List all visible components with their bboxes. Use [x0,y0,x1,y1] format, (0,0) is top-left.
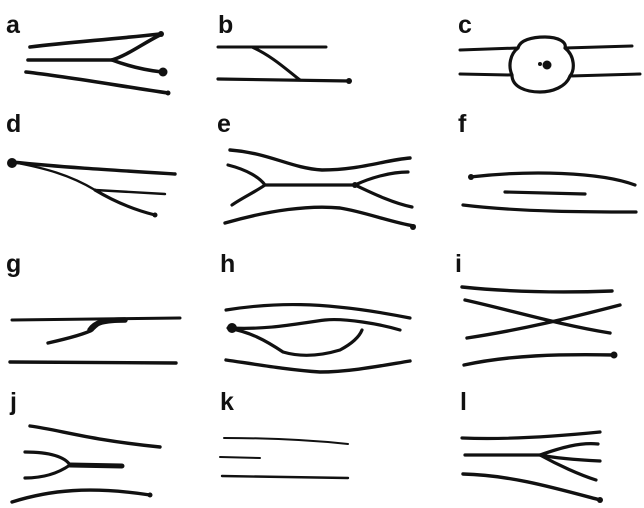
strand [355,185,412,207]
strand [230,320,400,330]
strand-end [543,61,552,70]
strand [462,287,612,292]
strand-end [468,174,474,180]
panel-label-j: j [9,388,17,416]
strand-end [148,493,153,498]
strand-end [153,213,158,218]
strand [112,60,162,72]
strand [12,318,180,320]
strand-end [227,323,237,333]
panel-c: c [458,11,640,92]
panel-label-k: k [220,388,234,416]
strand-end [7,158,17,168]
panel-label-c: c [458,11,472,39]
strand [225,207,414,226]
panel-label-i: i [455,250,462,278]
panel-label-a: a [6,11,21,39]
strand [228,328,362,355]
strand [222,476,348,478]
strand [10,362,176,363]
strand [465,444,598,455]
panel-label-h: h [220,250,235,278]
panel-d: d [6,110,175,218]
strand [70,465,122,466]
panel-b: b [218,11,352,84]
strand [252,47,300,80]
strand-end [410,224,416,230]
strand [463,474,600,500]
strand [226,360,410,372]
strand [224,438,348,444]
strand [460,74,512,75]
strand-end [166,91,171,96]
panel-k: k [220,388,348,478]
strand-end [538,62,542,66]
panel-h: h [220,250,410,372]
strand [462,432,600,439]
strand-end [346,78,352,84]
panel-l: l [460,388,603,503]
strand [570,74,640,76]
strand-end [158,31,164,37]
strand [220,457,260,458]
strand [465,300,610,333]
panel-a: a [6,11,171,96]
strand [470,173,635,185]
strand-end [597,497,603,503]
strand [463,205,636,212]
panel-g: g [6,250,180,363]
strand [226,305,410,318]
panel-label-g: g [6,250,21,278]
strand-end [352,182,358,188]
panel-label-d: d [6,110,21,138]
strand [30,426,160,447]
panel-label-e: e [217,110,231,138]
strand [26,72,168,93]
strand [460,48,518,50]
strand [565,46,632,48]
panel-j: j [9,388,160,502]
panel-f: f [458,110,636,212]
strand-end [611,352,618,359]
strand [25,465,70,478]
strand-end [159,68,168,77]
panel-e: e [217,110,416,230]
panel-label-b: b [218,11,233,39]
strand [464,355,615,365]
strand [218,79,350,81]
strand [25,452,70,465]
strand [232,185,265,205]
panel-i: i [455,250,620,365]
strand [467,305,620,338]
panel-label-f: f [458,110,467,138]
strand [505,192,585,194]
strand [230,150,410,170]
strand [12,490,150,502]
panel-label-l: l [460,388,467,416]
